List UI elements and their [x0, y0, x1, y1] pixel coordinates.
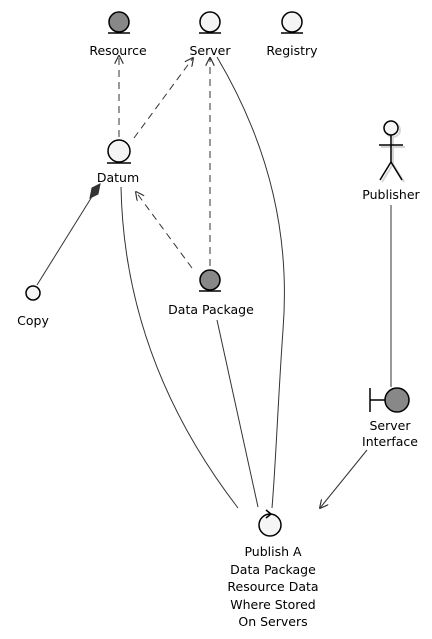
edge-copy-to-datum	[36, 194, 94, 286]
entity-icon	[281, 11, 303, 33]
control-icon	[258, 509, 282, 537]
edge-datum-to-publish	[120, 186, 239, 509]
node-label-publish-line3: Resource Data	[227, 579, 318, 594]
node-resource[interactable]: Resource	[89, 11, 147, 58]
node-server-interface[interactable]: Server Interface	[362, 387, 418, 449]
node-registry[interactable]: Registry	[266, 11, 318, 58]
node-publisher[interactable]: Publisher	[362, 120, 421, 202]
node-label-resource: Resource	[89, 43, 147, 58]
entity-icon	[108, 11, 130, 33]
actor-figure	[379, 120, 403, 181]
node-label-registry: Registry	[266, 43, 318, 58]
entity-icon	[199, 269, 221, 291]
node-publish-use-case[interactable]: Publish A Data Package Resource Data Whe…	[227, 509, 319, 629]
node-label-datum: Datum	[97, 170, 139, 185]
entity-icon	[107, 139, 131, 163]
node-datum[interactable]: Datum	[97, 139, 139, 185]
node-copy[interactable]: Copy	[17, 285, 49, 328]
node-label-server-interface-line1: Server	[370, 418, 412, 433]
node-label-publisher: Publisher	[362, 187, 420, 202]
node-server[interactable]: Server	[190, 11, 232, 58]
node-label-server: Server	[190, 43, 232, 58]
edge-data-package-to-publish	[216, 319, 259, 508]
interface-circle-icon	[25, 285, 41, 301]
edge-copy-datum-composition-diamond	[89, 183, 101, 199]
node-data-package[interactable]: Data Package	[168, 269, 254, 317]
node-label-publish-line1: Publish A	[244, 544, 302, 559]
edge-datum-to-server	[133, 58, 193, 139]
node-label-server-interface-line2: Interface	[362, 434, 418, 449]
node-label-copy: Copy	[17, 313, 49, 328]
node-label-publish-line2: Data Package	[230, 562, 316, 577]
node-label-publish-line5: On Servers	[238, 614, 307, 629]
entity-icon	[199, 11, 221, 33]
edge-server-interface-to-publish	[320, 449, 368, 508]
boundary-icon	[369, 387, 410, 413]
node-label-publish-line4: Where Stored	[230, 597, 315, 612]
edge-data-package-to-datum	[136, 192, 193, 269]
node-label-data-package: Data Package	[168, 302, 254, 317]
edges	[36, 56, 392, 509]
edge-server-to-publish	[216, 56, 285, 509]
